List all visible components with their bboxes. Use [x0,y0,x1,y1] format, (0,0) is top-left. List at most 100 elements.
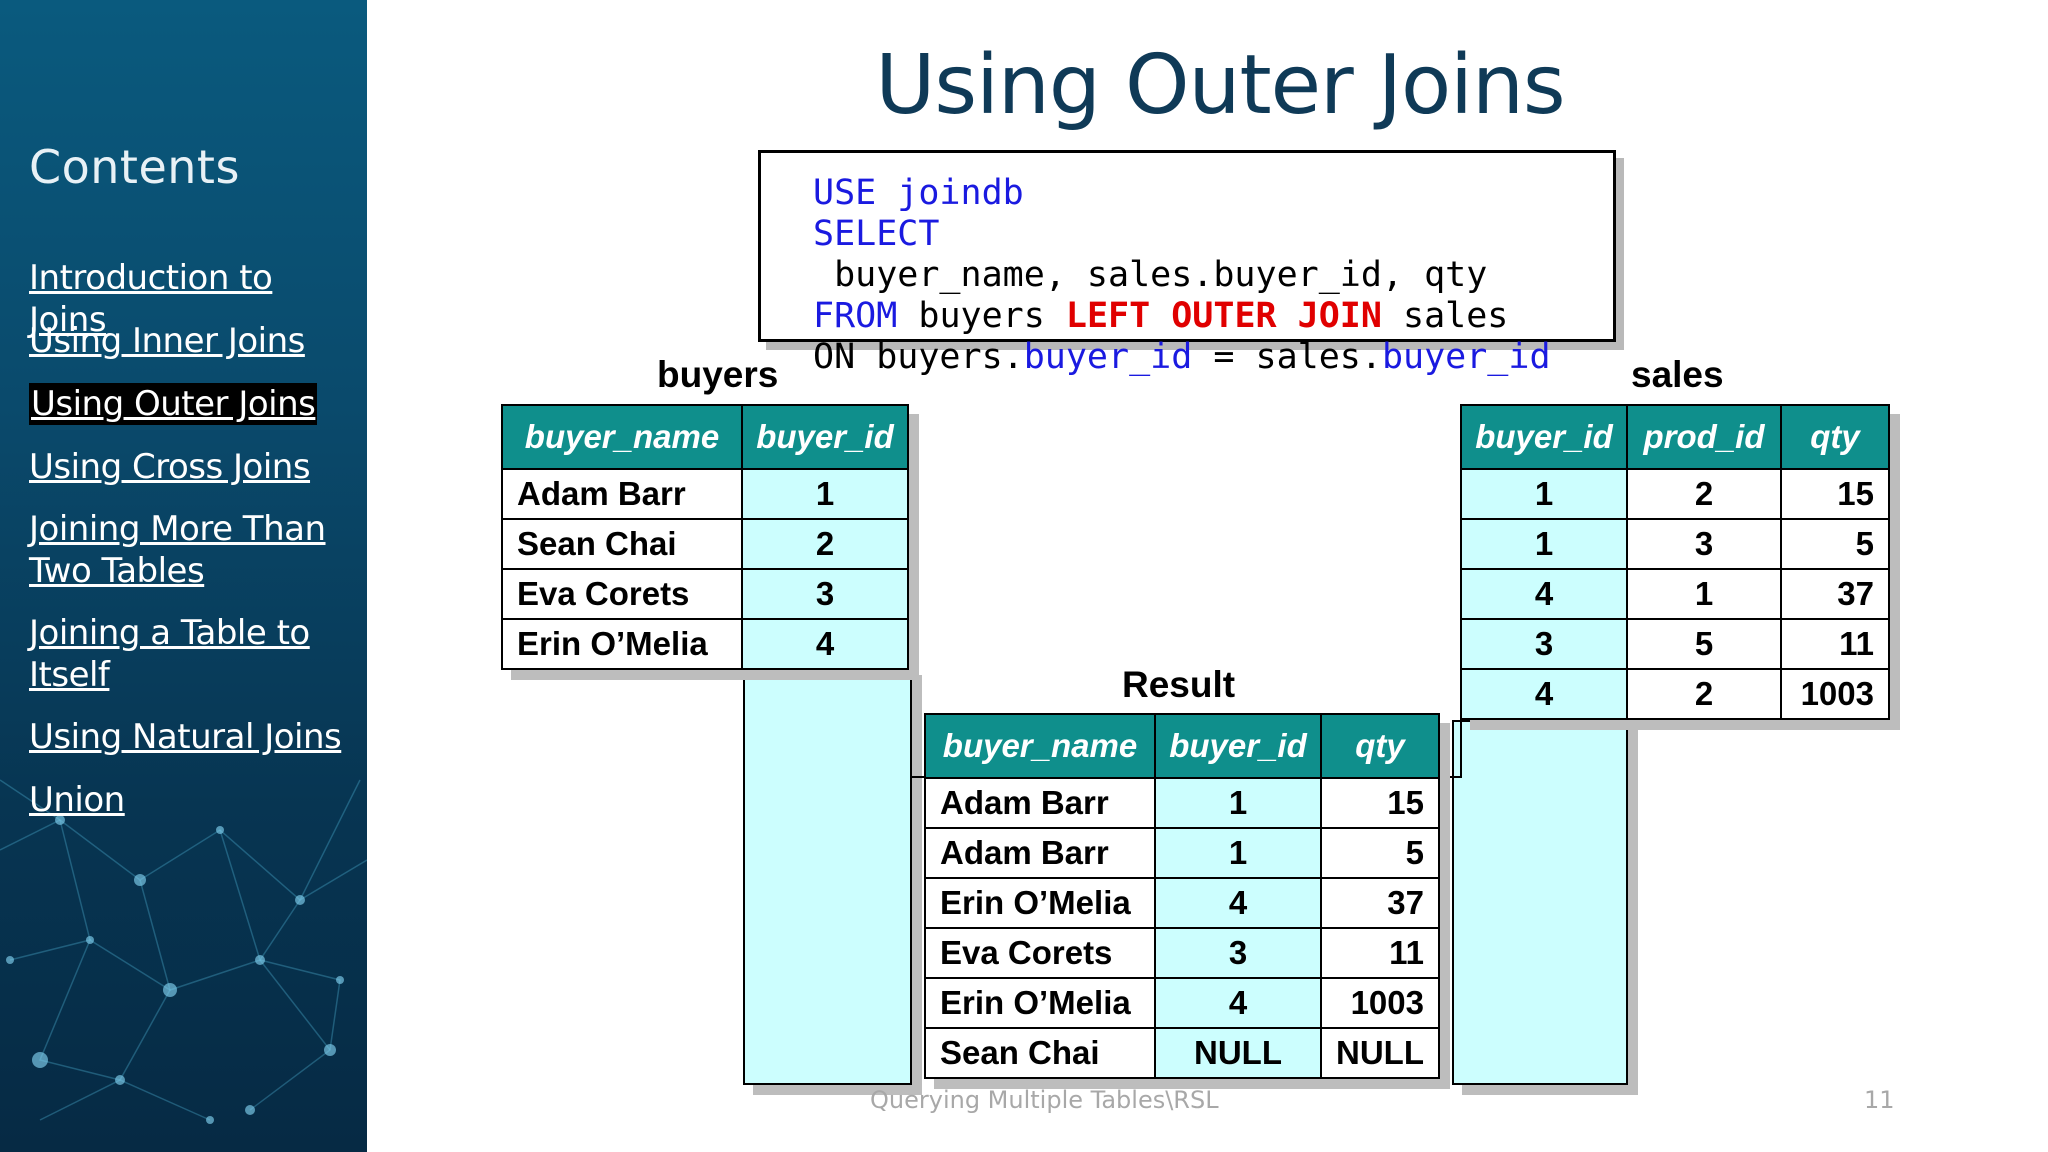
nav-link-using-natural-joins[interactable]: Using Natural Joins [29,717,342,757]
table-cell: 4 [1460,668,1628,720]
table-cell: 15 [1780,468,1890,520]
table-cell: 4 [1154,877,1322,929]
table-cell: 2 [741,518,909,570]
table-cell: Sean Chai [501,518,743,570]
code-column-right: buyer_id [1381,337,1551,377]
sales-id-column-extension [1452,720,1628,1085]
code-on-left: ON buyers. [813,337,1024,377]
table-cell: NULL [1154,1027,1322,1079]
code-from-table: buyers [897,296,1066,336]
column-header: buyer_id [1460,404,1628,470]
slide-footer: Querying Multiple Tables\RSL [870,1086,1219,1114]
column-header: buyer_id [1154,713,1322,779]
sidebar: Contents Introduction to Joins Using Inn… [0,0,367,1152]
code-keyword-from: FROM [813,296,898,336]
table-cell: Eva Corets [924,927,1156,979]
table-cell: 1003 [1780,668,1890,720]
nav-link-joining-more-than-two-tables[interactable]: Joining More Than Two Tables [29,509,326,591]
table-cell: Eva Corets [501,568,743,620]
table-cell: 5 [1626,618,1782,670]
nav-link-joining-a-table-to-itself[interactable]: Joining a Table to Itself [29,613,310,695]
slide-title: Using Outer Joins [875,38,1565,133]
table-cell: 1 [1154,827,1322,879]
table-cell: 5 [1780,518,1890,570]
table-cell: 4 [1460,568,1628,620]
nav-link-using-outer-joins[interactable]: Using Outer Joins [29,383,318,425]
table-cell: 1 [1154,777,1322,829]
table-cell: Erin O’Melia [924,977,1156,1029]
column-header: buyer_name [501,404,743,470]
table-header-row: buyer_name buyer_id qty [924,713,1440,779]
code-line-4: ON buyers.buyer_id = sales.buyer_id [813,337,1613,378]
contents-heading: Contents [29,140,240,194]
table-cell: 1 [1626,568,1782,620]
column-header: buyer_id [741,404,909,470]
code-column-left: buyer_id [1023,337,1193,377]
nav-link-using-inner-joins[interactable]: Using Inner Joins [29,321,305,361]
code-join-table: sales [1381,296,1509,336]
table-cell: 3 [1460,618,1628,670]
column-header: qty [1780,404,1890,470]
table-cell: 2 [1626,468,1782,520]
table-cell: 1 [1460,468,1628,520]
table-cell: Sean Chai [924,1027,1156,1079]
column-header: buyer_name [924,713,1156,779]
table-cell: 37 [1320,877,1440,929]
table-cell: 15 [1320,777,1440,829]
table-cell: 37 [1780,568,1890,620]
sales-table-label: sales [1631,354,1724,395]
table-cell: 2 [1626,668,1782,720]
table-cell: Erin O’Melia [924,877,1156,929]
nav-link-union[interactable]: Union [29,780,125,820]
result-table-label: Result [1122,664,1236,705]
table-cell: NULL [1320,1027,1440,1079]
table-cell: Adam Barr [924,827,1156,879]
code-keyword-use: USE [813,173,877,213]
table-cell: 4 [741,618,909,670]
code-line-3: FROM buyers LEFT OUTER JOIN sales [813,296,1613,337]
buyers-table-label: buyers [657,354,779,395]
nav-link-introduction-to-joins[interactable]: Introduction to Joins [29,258,273,340]
table-cell: Erin O’Melia [501,618,743,670]
column-header: qty [1320,713,1440,779]
code-keyword-left-outer-join: LEFT OUTER JOIN [1065,296,1382,336]
table-cell: 1 [741,468,909,520]
table-cell: 11 [1780,618,1890,670]
table-header-row: buyer_name buyer_id [501,404,909,470]
sql-code-box: USE joindb SELECT buyer_name, sales.buye… [758,150,1616,377]
table-cell: Adam Barr [501,468,743,520]
nav-link-using-cross-joins[interactable]: Using Cross Joins [29,447,311,487]
network-background-graphic [0,779,367,1124]
table-cell: 11 [1320,927,1440,979]
table-cell: 3 [741,568,909,620]
code-keyword-select: SELECT [813,214,940,254]
table-cell: 1 [1460,518,1628,570]
code-db-name: joindb [876,173,1024,213]
table-cell: 4 [1154,977,1322,1029]
code-line-1: USE joindb [813,173,1613,214]
code-line-2: SELECT buyer_name, sales.buyer_id, qty [813,214,1613,296]
column-header: prod_id [1626,404,1782,470]
table-cell: 3 [1154,927,1322,979]
table-cell: 3 [1626,518,1782,570]
buyers-id-column-extension [743,665,912,1085]
code-select-list: buyer_name, sales.buyer_id, qty [813,255,1488,295]
table-cell: Adam Barr [924,777,1156,829]
table-header-row: buyer_id prod_id qty [1460,404,1890,470]
